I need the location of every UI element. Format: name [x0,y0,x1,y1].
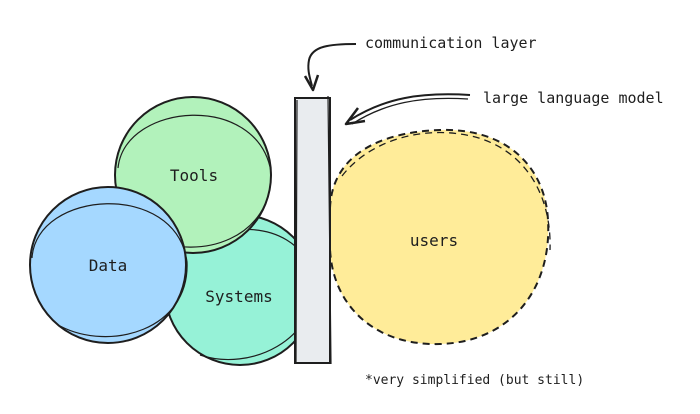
communication-layer-bar [294,95,332,365]
large-language-model-arrow [344,93,471,126]
large-language-model-label: large language model [483,89,664,107]
tools-label: Tools [170,166,218,185]
users-label: users [410,231,458,250]
data-circle [29,186,188,344]
data-label: Data [89,256,128,275]
communication-layer-arrow [303,43,357,92]
communication-layer-label: communication layer [365,34,537,52]
users-circle [328,128,551,346]
systems-label: Systems [205,287,272,306]
footnote-label: *very simplified (but still) [365,373,584,388]
